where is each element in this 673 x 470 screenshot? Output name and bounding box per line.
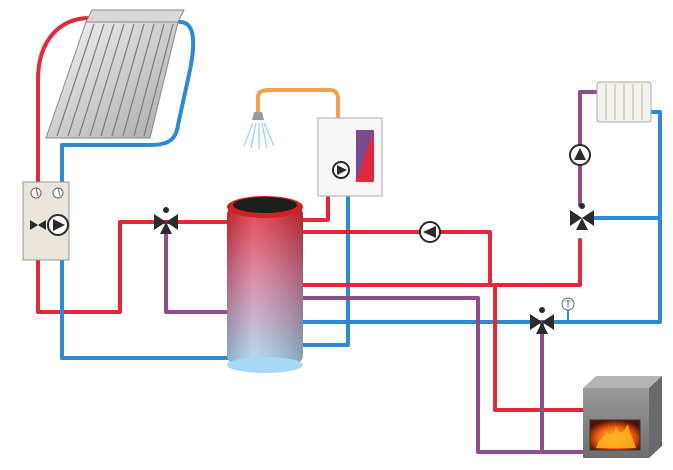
pipe-boiler-supply	[300, 283, 590, 412]
temperature-sensor-icon: T	[561, 297, 575, 311]
pipe-boiler-return	[300, 296, 590, 454]
pipe-valve-bypass	[164, 230, 234, 314]
radiator-icon	[596, 81, 652, 123]
pipe-cold-return-main	[300, 216, 662, 324]
pipe-heater-cold	[300, 194, 350, 347]
solar-collector-icon	[45, 9, 185, 139]
pipe-radiator-supply	[578, 90, 602, 207]
pipe-station-cold-return	[60, 258, 234, 360]
boiler-icon	[583, 376, 662, 458]
storage-tank-icon	[227, 196, 303, 373]
three-way-valve-icon	[30, 220, 46, 230]
three-way-valve-icon	[530, 307, 554, 334]
three-way-valve-icon	[154, 207, 178, 234]
pipe-collector-cold	[60, 20, 196, 184]
solar-pump-station-icon	[22, 181, 70, 261]
pipes	[36, 16, 662, 454]
three-way-valve-icon	[570, 203, 594, 230]
sensor-label: T	[564, 300, 571, 310]
pipe-tank-hot-out	[300, 230, 582, 287]
pump-icon	[332, 161, 350, 179]
pipe-dhw	[256, 88, 340, 122]
pump-icon	[419, 221, 441, 243]
shower-head-icon	[243, 112, 275, 149]
pipe-collector-hot	[36, 16, 92, 184]
pipe-heater-hot	[298, 194, 330, 222]
pump-icon	[47, 214, 69, 236]
water-heater-icon	[317, 117, 383, 197]
pipe-radiator-return	[592, 110, 662, 220]
pump-icon	[569, 144, 591, 166]
